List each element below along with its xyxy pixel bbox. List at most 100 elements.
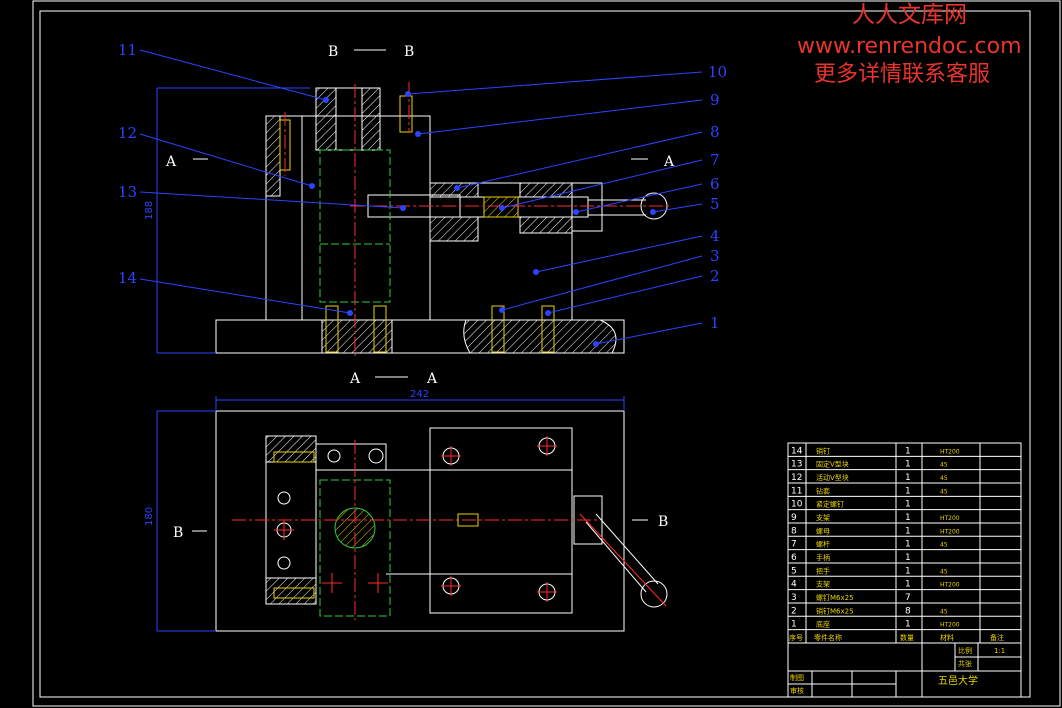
inner-frame (39, 10, 1031, 698)
title-block (787, 642, 1022, 698)
bom-cell-mat: HT200 (940, 528, 960, 535)
leader-4: 4 (710, 227, 720, 245)
watermark-title: 人人文库网 (852, 2, 967, 28)
bom-cell-no: 12 (791, 473, 802, 483)
bom-header-no: 序号 (789, 633, 803, 642)
bom-cell-qty: 1 (905, 486, 911, 496)
bom-cell-qty: 1 (905, 500, 911, 510)
bom-cell-qty: 7 (905, 593, 911, 603)
checked-label: 审核 (790, 686, 804, 695)
dim-width: 242 (410, 389, 429, 400)
top-handle (585, 513, 659, 593)
bom-cell-name: 螺母 (816, 526, 830, 535)
leader-10: 10 (708, 63, 727, 81)
outer-frame (32, 0, 1061, 707)
bom-cell-name: 活动V型块 (816, 473, 849, 482)
leader-7: 7 (710, 151, 720, 169)
dim-height: 188 (144, 201, 155, 220)
leader-8: 8 (710, 123, 720, 141)
front-dimension (156, 87, 310, 354)
bom-cell-qty: 1 (905, 526, 911, 536)
top-centerlines (232, 436, 667, 620)
label-aa-right: A (663, 154, 675, 170)
bom-cell-name: 螺钉M6x25 (816, 593, 854, 602)
bom-cell-qty: 8 (905, 606, 911, 616)
label-b-left: B (173, 525, 183, 541)
bom-cell-mat: HT200 (940, 448, 960, 455)
bom-cell-no: 3 (791, 593, 797, 603)
bom-cell-no: 13 (791, 460, 802, 470)
bom-cell-mat: 45 (940, 568, 948, 575)
bom-header-mat: 材料 (940, 633, 954, 642)
bom-cell-mat: HT200 (940, 582, 960, 589)
bom-cell-no: 6 (791, 553, 797, 563)
bom-header-note: 备注 (990, 633, 1004, 642)
bom-cell-no: 5 (791, 566, 797, 576)
bom-cell-no: 7 (791, 540, 797, 550)
front-hatching (265, 87, 617, 354)
bom-cell-name: 紧定螺钉 (816, 500, 844, 509)
title-block-text: 比例 1:1 共张 制图 审核 五邑大学 (790, 646, 1005, 695)
watermark-url[interactable]: www.renrendoc.com (797, 34, 1022, 59)
leader-3: 3 (710, 247, 720, 265)
bom-cell-mat: HT200 (940, 515, 960, 522)
label-aa-bottom-right: A (426, 371, 438, 387)
section-labels: B B A A A A B B (165, 44, 675, 541)
label-b-right: B (658, 514, 668, 530)
bom-cell-qty: 1 (905, 553, 911, 563)
bom-cell-no: 2 (791, 606, 797, 616)
bom-cell-mat: 45 (940, 608, 948, 615)
leader-13: 13 (118, 183, 137, 201)
top-dimensions (156, 396, 625, 632)
bom-cell-no: 14 (791, 446, 803, 456)
bom-cell-no: 4 (791, 580, 797, 590)
sheet-label: 共张 (958, 659, 972, 668)
label-bb-right: B (404, 44, 414, 60)
top-bolts (273, 451, 479, 599)
bom-cell-qty: 1 (905, 580, 911, 590)
bom-cell-mat: 45 (940, 542, 948, 549)
bom-cell-qty: 1 (905, 513, 911, 523)
bom-cell-no: 11 (791, 486, 802, 496)
bom-cell-no: 9 (791, 513, 797, 523)
bom-cell-qty: 1 (905, 620, 911, 630)
bom-cell-name: 螺杆 (816, 540, 830, 549)
bom-cell-mat: HT200 (940, 622, 960, 629)
leader-6: 6 (710, 175, 720, 193)
scale-label: 比例 (958, 646, 972, 655)
drawn-label: 制图 (790, 673, 804, 682)
bom-cell-name: 销钉 (816, 446, 830, 455)
leader-9: 9 (710, 91, 720, 109)
bom-cell-mat: 45 (940, 462, 948, 469)
leader-11: 11 (118, 41, 137, 59)
bom-cell-no: 10 (791, 500, 803, 510)
label-aa-bottom-left: A (349, 371, 361, 387)
bom-cell-no: 1 (791, 620, 797, 630)
bom-cell-name: 支架 (816, 513, 830, 522)
bom-cell-mat: 45 (940, 488, 948, 495)
bom-cell-no: 8 (791, 526, 797, 536)
bom-cell-qty: 1 (905, 473, 911, 483)
dim-depth: 180 (144, 507, 155, 526)
leader-2: 2 (710, 267, 720, 285)
bom-cell-qty: 1 (905, 540, 911, 550)
leader-14: 14 (118, 269, 137, 287)
school-name: 五邑大学 (938, 674, 978, 687)
bom-cell-qty: 1 (905, 460, 911, 470)
leader-12: 12 (118, 124, 137, 142)
leader-5: 5 (710, 195, 720, 213)
balloon-numbers: 11 12 13 14 10 9 8 7 6 5 4 3 2 1 (118, 41, 727, 332)
bom-cell-name: 固定V型块 (816, 460, 849, 469)
bom-cell-name: 底座 (816, 620, 830, 629)
bom-cell-qty: 1 (905, 566, 911, 576)
label-aa-left: A (165, 154, 177, 170)
leader-dots (309, 91, 656, 347)
bom-cell-qty: 1 (905, 446, 911, 456)
bom-cell-name: 销钉M6x25 (816, 606, 854, 615)
top-hatching (265, 435, 376, 605)
bom-cell-name: 手柄 (816, 553, 830, 562)
bom-header-name: 零件名称 (814, 633, 842, 642)
bom-header-qty: 数量 (900, 633, 914, 642)
